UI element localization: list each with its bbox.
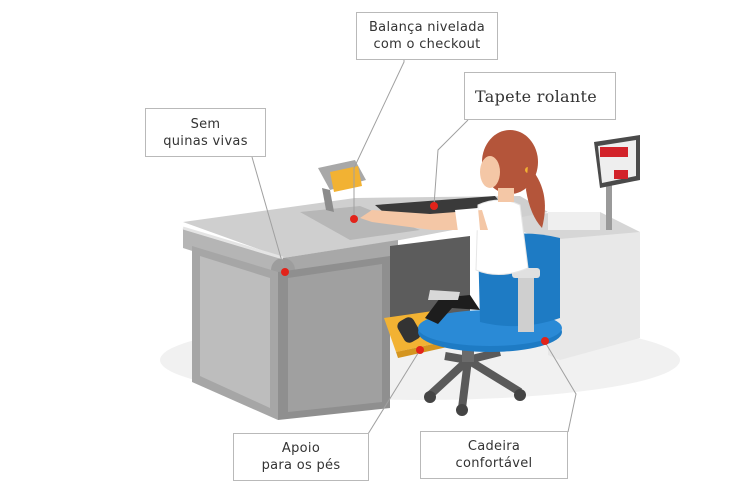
operator [360, 130, 545, 324]
leader-balanca [353, 60, 405, 218]
callout-quinas-text: Sem quinas vivas [163, 116, 248, 149]
callout-cadeira: Cadeira confortável [420, 431, 568, 479]
marker-quinas [281, 268, 289, 276]
marker-balanca [350, 215, 358, 223]
callout-cadeira-text: Cadeira confortável [455, 439, 533, 471]
callout-apoio-text: Apoio para os pés [261, 441, 341, 473]
callout-balanca: Balança nivelada com o checkout [356, 12, 498, 60]
marker-cadeira [541, 337, 549, 345]
leader-cadeira [544, 341, 577, 433]
leader-tapete [433, 119, 469, 206]
marker-apoio [416, 346, 424, 354]
callout-tapete: Tapete rolante [464, 72, 616, 120]
leader-quinas [251, 156, 286, 273]
leader-lines [251, 60, 577, 435]
callout-balanca-text: Balança nivelada com o checkout [368, 20, 486, 52]
callout-tapete-text: Tapete rolante [475, 86, 598, 106]
callout-apoio: Apoio para os pés [233, 433, 369, 481]
markers [281, 202, 549, 354]
chair [418, 233, 562, 416]
leader-apoio [367, 349, 421, 435]
customer-display [594, 135, 640, 230]
callout-quinas: Sem quinas vivas [145, 108, 266, 157]
marker-tapete [430, 202, 438, 210]
